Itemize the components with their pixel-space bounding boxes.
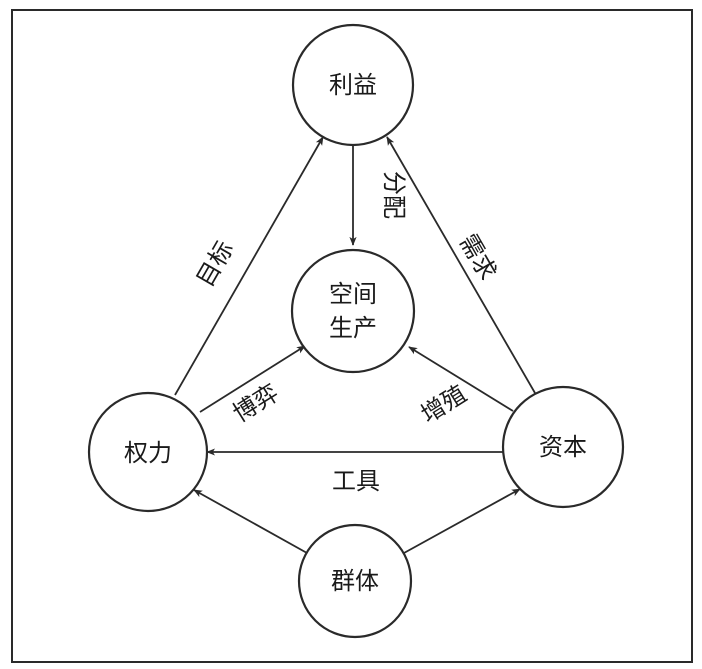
edge-label-demand: 需求: [454, 229, 502, 285]
node-space-label-line2: 生产: [329, 314, 377, 342]
edge-capital-to-space: [408, 346, 514, 412]
diagram-frame: [11, 9, 693, 663]
edge-group-to-power: [193, 489, 308, 554]
edge-label-game: 博弈: [228, 379, 284, 428]
node-power-label: 权力: [124, 439, 172, 467]
edge-label-tool: 工具: [332, 467, 380, 495]
node-space-circle: [290, 248, 416, 374]
node-interest-label: 利益: [329, 71, 377, 99]
node-power-circle: [87, 391, 209, 513]
edge-label-proliferation: 增殖: [416, 380, 472, 429]
node-group-circle: [297, 523, 413, 639]
node-capital-label: 资本: [539, 433, 587, 461]
node-interest-circle: [291, 23, 415, 147]
node-group-label: 群体: [331, 567, 379, 595]
edge-capital-to-interest: [386, 136, 536, 394]
node-capital-circle: [501, 385, 625, 509]
edge-label-goal: 目标: [191, 236, 239, 292]
edge-group-to-capital: [403, 488, 521, 554]
edge-label-distribution: 分配: [380, 171, 408, 219]
edge-power-to-space: [199, 345, 306, 413]
edge-power-to-interest: [174, 136, 324, 396]
node-space-label-line1: 空间: [329, 280, 377, 308]
